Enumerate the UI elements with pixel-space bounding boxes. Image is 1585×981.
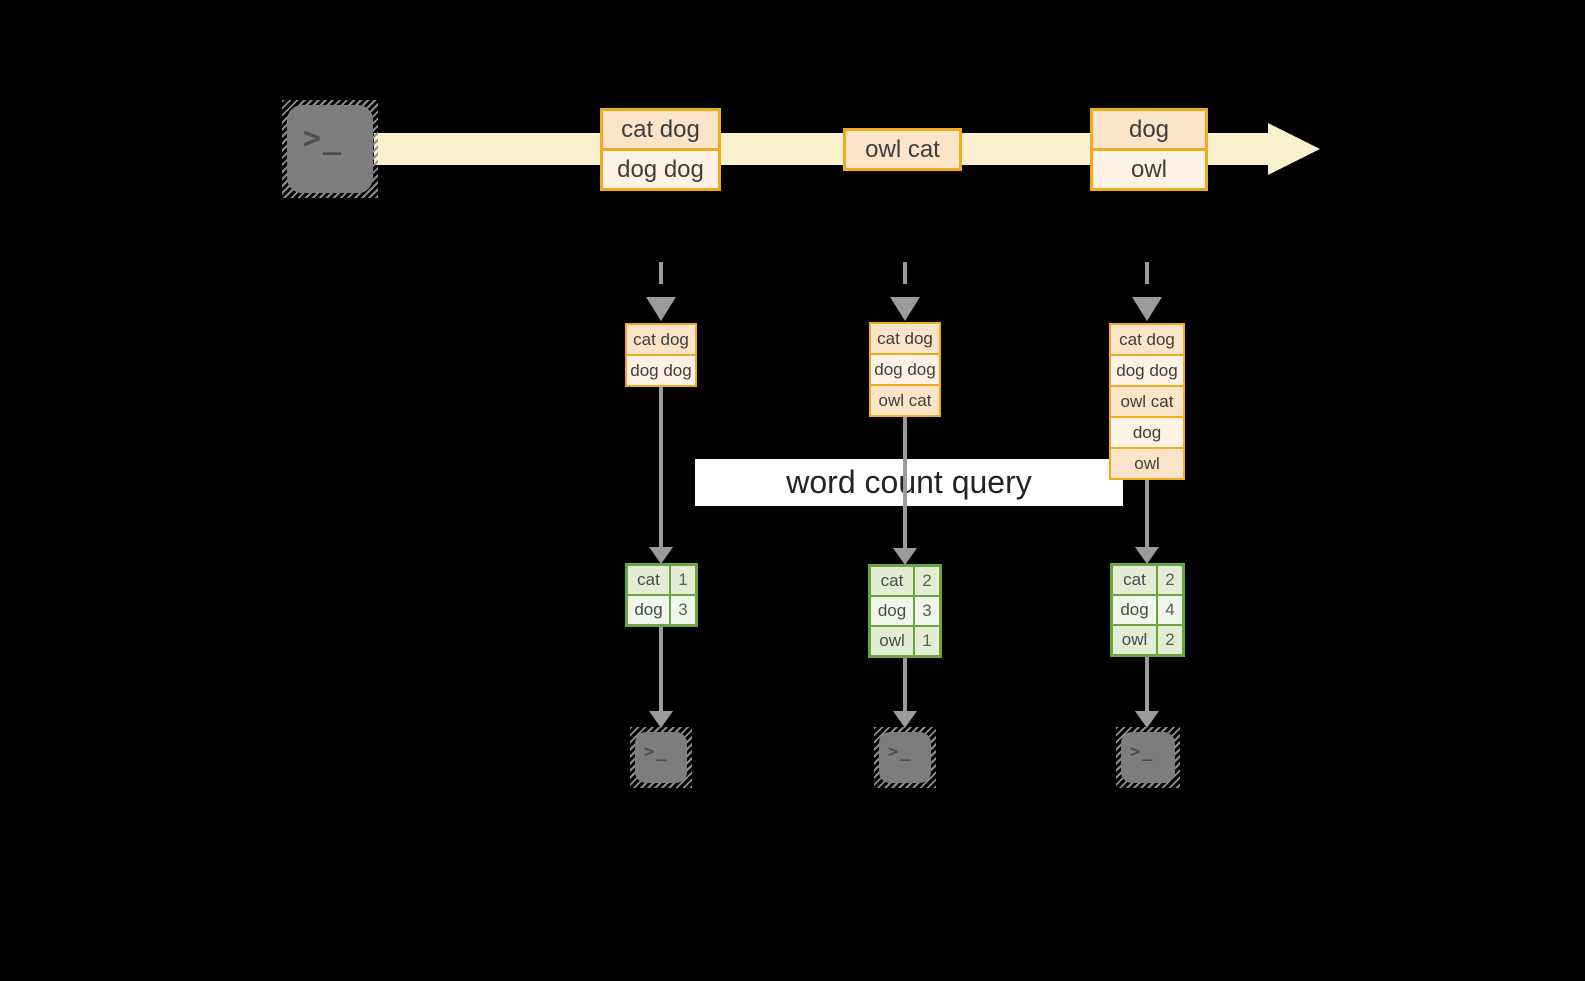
arrow-line: [1145, 480, 1149, 547]
dashed-arrowhead-icon: [1132, 297, 1162, 321]
table-row: dog 3: [628, 594, 695, 624]
buffer-line: dog: [1111, 416, 1183, 447]
event-line: cat dog: [603, 111, 718, 148]
event-line: dog dog: [603, 148, 718, 188]
table-row: cat 2: [1113, 566, 1182, 594]
count-cell: 2: [1156, 626, 1182, 654]
arrow-line: [903, 658, 907, 711]
arrow-line: [903, 417, 907, 548]
count-cell: 1: [913, 627, 939, 655]
arrow-line: [1145, 657, 1149, 711]
terminal-prompt-glyph: >_: [644, 742, 669, 762]
terminal-prompt-glyph: >_: [888, 742, 913, 762]
sink-terminal-icon: >_: [630, 727, 692, 788]
terminal-prompt-glyph: >_: [303, 121, 344, 156]
event-line: owl: [1093, 148, 1205, 188]
table-row: dog 3: [871, 595, 939, 625]
arrowhead-icon: [893, 711, 917, 728]
count-cell: 3: [669, 596, 695, 624]
count-cell: 1: [669, 566, 695, 594]
stream-event-3: dog owl: [1090, 108, 1208, 191]
buffer-line: dog dog: [871, 353, 939, 384]
word-cell: cat: [880, 571, 904, 590]
buffer-line: cat dog: [627, 325, 695, 354]
buffer-stack-2: cat dog dog dog owl cat: [869, 322, 941, 417]
source-terminal-icon: >_: [282, 100, 378, 198]
terminal-prompt-glyph: >_: [1130, 742, 1155, 762]
table-row: owl 1: [871, 625, 939, 655]
buffer-line: owl cat: [871, 384, 939, 415]
buffer-line: owl cat: [1111, 385, 1183, 416]
dashed-arrow-line: [1145, 262, 1149, 284]
terminal-screen: >_: [287, 105, 373, 193]
word-cell: owl: [879, 631, 905, 650]
arrowhead-icon: [649, 547, 673, 564]
count-table-2: cat 2 dog 3 owl 1: [868, 564, 942, 658]
table-row: cat 2: [871, 567, 939, 595]
terminal-screen: >_: [1121, 732, 1175, 783]
word-cell: dog: [877, 601, 907, 620]
table-row: cat 1: [628, 566, 695, 594]
dashed-arrow-line: [659, 262, 663, 284]
buffer-line: cat dog: [1111, 325, 1183, 354]
dashed-arrowhead-icon: [890, 297, 920, 321]
table-row: owl 2: [1113, 624, 1182, 654]
dashed-arrowhead-icon: [646, 297, 676, 321]
sink-terminal-icon: >_: [874, 727, 936, 788]
buffer-stack-3: cat dog dog dog owl cat dog owl: [1109, 323, 1185, 480]
stream-event-2: owl cat: [843, 128, 962, 171]
arrowhead-icon: [1135, 547, 1159, 564]
terminal-screen: >_: [879, 732, 931, 783]
buffer-stack-1: cat dog dog dog: [625, 323, 697, 387]
buffer-line: dog dog: [627, 354, 695, 385]
event-line: dog: [1093, 111, 1205, 148]
stream-arrowhead-icon: [1268, 123, 1320, 175]
count-cell: 4: [1156, 596, 1182, 624]
stream-event-1: cat dog dog dog: [600, 108, 721, 191]
arrow-line: [659, 627, 663, 711]
word-cell: owl: [1121, 630, 1148, 649]
word-cell: dog: [634, 600, 663, 619]
word-cell: cat: [1123, 570, 1146, 589]
buffer-line: cat dog: [871, 324, 939, 353]
sink-terminal-icon: >_: [1116, 727, 1180, 788]
count-cell: 2: [1156, 566, 1182, 594]
word-cell: dog: [1120, 600, 1149, 619]
buffer-line: dog dog: [1111, 354, 1183, 385]
query-banner: word count query: [695, 459, 1123, 506]
arrowhead-icon: [1135, 711, 1159, 728]
table-row: dog 4: [1113, 594, 1182, 624]
terminal-screen: >_: [635, 732, 687, 783]
arrow-line: [659, 387, 663, 547]
count-table-3: cat 2 dog 4 owl 2: [1110, 563, 1185, 657]
count-cell: 3: [913, 597, 939, 625]
word-cell: cat: [637, 570, 660, 589]
count-cell: 2: [913, 567, 939, 595]
event-line: owl cat: [846, 131, 959, 168]
count-table-1: cat 1 dog 3: [625, 563, 698, 627]
dashed-arrow-line: [903, 262, 907, 284]
arrowhead-icon: [893, 548, 917, 565]
buffer-line: owl: [1111, 447, 1183, 478]
arrowhead-icon: [649, 711, 673, 728]
